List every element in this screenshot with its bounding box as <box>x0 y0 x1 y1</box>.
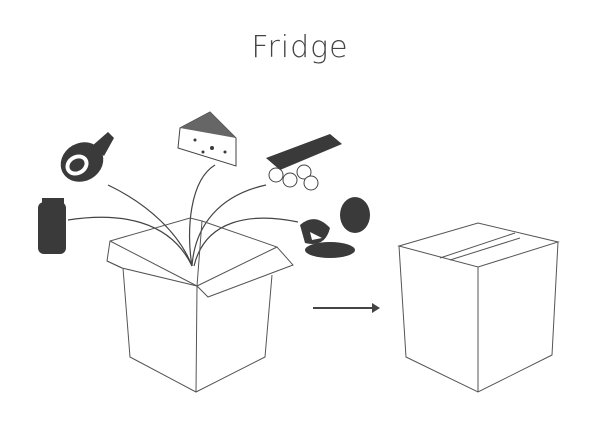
item-curves <box>67 164 299 267</box>
jar-icon <box>38 198 66 254</box>
cheese-icon <box>177 111 237 167</box>
eggs-icon <box>300 197 370 258</box>
vegetables-icon <box>266 134 342 191</box>
ham-icon <box>60 132 114 182</box>
open-box <box>106 217 294 393</box>
diagram-title: Fridge <box>251 30 349 65</box>
arrow-icon <box>313 303 380 313</box>
closed-box <box>397 222 560 393</box>
food-items <box>38 111 370 258</box>
